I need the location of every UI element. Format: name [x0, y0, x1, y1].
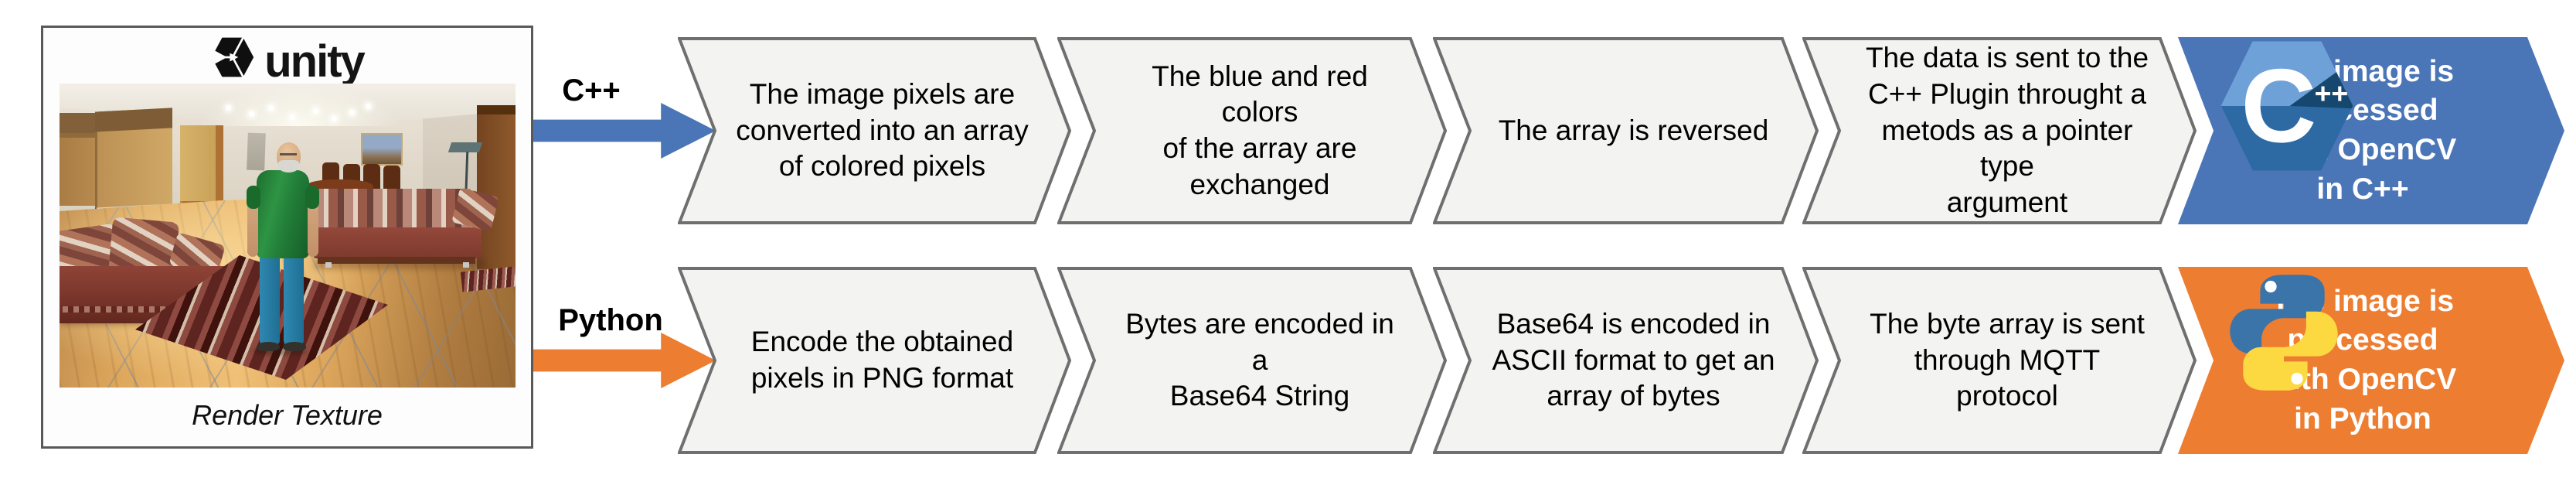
python-step-3: Base64 is encoded in ASCII format to get…: [1433, 267, 1819, 454]
cpp-step-4-text: The data is sent to the C++ Plugin throu…: [1865, 42, 2149, 218]
scene-person-leg: [284, 254, 304, 345]
unity-cube-icon: [209, 35, 255, 84]
scene-couch-right-base: [318, 257, 475, 264]
ceiling-light: [249, 111, 254, 117]
cpp-row-label: C++: [562, 73, 621, 108]
scene-picture-right: [361, 133, 403, 166]
scene-couch-foot: [463, 262, 469, 268]
python-step-1: Encode the obtained pixels in PNG format: [678, 267, 1072, 454]
python-step-4-text: The byte array is sent through MQTT prot…: [1870, 308, 2145, 412]
cpp-result: The image is processed with OpenCV in C+…: [2178, 37, 2564, 224]
python-step-1-text: Encode the obtained pixels in PNG format: [750, 326, 1014, 394]
scene-couch-right-back: [315, 189, 475, 232]
ceiling-light: [290, 114, 295, 120]
python-step-4: The byte array is sent through MQTT prot…: [1802, 267, 2197, 454]
scene-person-beard: [278, 160, 299, 172]
python-result: The image is processed with OpenCV in Py…: [2178, 267, 2564, 454]
ceiling-light: [349, 110, 355, 115]
scene-person-sleeve: [247, 186, 260, 209]
scene-shelf-unit: [477, 105, 516, 269]
scene-person-arm: [247, 196, 258, 257]
cpp-step-1: The image pixels are converted into an a…: [678, 37, 1072, 224]
ceiling-light: [226, 105, 231, 111]
scene-person-shoe: [283, 342, 306, 351]
scene-person-leg: [260, 254, 280, 345]
render-texture-image: [60, 84, 516, 388]
render-texture-caption: Render Texture: [192, 399, 383, 431]
unity-panel: unity: [41, 26, 533, 449]
ceiling-light: [268, 105, 274, 111]
svg-text:C: C: [2241, 47, 2316, 164]
unity-wordmark: unity: [264, 36, 366, 87]
ceiling-light: [366, 104, 371, 109]
scene-person-glasses: [280, 153, 297, 155]
cpp-step-4: The data is sent to the C++ Plugin throu…: [1802, 37, 2197, 224]
scene-wardrobe: [95, 108, 172, 242]
cpp-step-3: The array is reversed: [1433, 37, 1819, 224]
cpp-step-2: The blue and red colors of the array are…: [1057, 37, 1448, 224]
python-step-3-text: Base64 is encoded in ASCII format to get…: [1492, 308, 1775, 412]
scene-picture-left: [247, 132, 266, 171]
cpp-step-1-text: The image pixels are converted into an a…: [736, 78, 1029, 183]
scene-lamp-head: [447, 142, 483, 152]
scene-person-shoe: [257, 342, 280, 351]
ceiling-light: [313, 108, 318, 114]
scene-person-arm: [308, 196, 318, 257]
cpp-step-3-text: The array is reversed: [1498, 114, 1769, 146]
python-step-2-text: Bytes are encoded in a Base64 String: [1125, 308, 1394, 412]
python-step-2: Bytes are encoded in a Base64 String: [1057, 267, 1448, 454]
ceiling-light: [332, 116, 337, 121]
scene-couch-foot: [325, 262, 332, 268]
svg-text:++: ++: [2315, 77, 2349, 109]
cpp-step-2-text: The blue and red colors of the array are…: [1152, 60, 1368, 200]
unity-logo-row: unity: [43, 34, 531, 87]
scene-door: [180, 125, 223, 330]
scene-couch-right-seat: [313, 227, 482, 258]
python-row-label: Python: [558, 303, 663, 337]
scene-couch-left-trim: [63, 306, 223, 313]
scene-person-shirt: [257, 170, 309, 258]
scene-person-sleeve: [305, 186, 319, 209]
